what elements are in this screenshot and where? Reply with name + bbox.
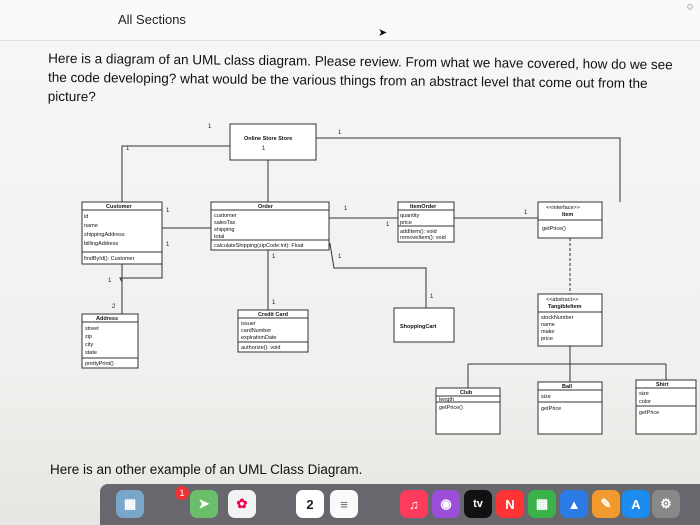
order-attr-4: total bbox=[214, 234, 224, 240]
customer-class-box bbox=[81, 201, 163, 265]
multiplicity-label: 1 bbox=[166, 208, 170, 214]
creditcard-attr-1: issuer bbox=[241, 321, 256, 327]
multiplicity-label: 1 bbox=[262, 146, 266, 152]
itemorder-title: ItemOrder bbox=[410, 204, 437, 210]
address-attr-2: zip bbox=[85, 334, 92, 340]
settings-icon: ⚙ bbox=[686, 2, 695, 12]
keynote-icon[interactable]: ▲ bbox=[560, 490, 588, 518]
calendar-icon[interactable]: 2 bbox=[296, 490, 324, 518]
order-attr-1: customer bbox=[214, 213, 237, 219]
footer-text: Here is an other example of an UML Class… bbox=[50, 462, 363, 477]
multiplicity-label: 1 bbox=[344, 206, 348, 212]
customer-attr-3: shippingAddress bbox=[84, 232, 125, 238]
creditcard-title: Credit Card bbox=[258, 312, 288, 318]
customer-attr-1: id bbox=[84, 214, 88, 220]
multiplicity-label: 1 bbox=[126, 146, 130, 152]
news-icon[interactable]: N bbox=[496, 490, 524, 518]
uml-class-diagram: Online Store Store Customer id name ship… bbox=[81, 123, 697, 435]
preview-icon[interactable]: ▦ bbox=[116, 490, 144, 518]
shoppingcart-class-box bbox=[393, 307, 455, 343]
address-title: Address bbox=[96, 316, 118, 322]
tangibleitem-class-box bbox=[537, 293, 603, 347]
order-title: Order bbox=[258, 204, 274, 210]
music-icon[interactable]: ♫ bbox=[400, 490, 428, 518]
order-attr-2: salesTax bbox=[214, 220, 236, 226]
item-title: Item bbox=[562, 212, 573, 218]
ball-class-box bbox=[537, 381, 603, 435]
itemorder-attr-1: quantity bbox=[400, 213, 420, 219]
multiplicity-label: 1 bbox=[166, 242, 170, 248]
multiplicity-label: 1 bbox=[108, 278, 112, 284]
creditcard-class-box bbox=[237, 309, 309, 353]
itemorder-attr-2: price bbox=[400, 220, 412, 226]
club-title: Club bbox=[460, 390, 473, 396]
customer-title: Customer bbox=[106, 204, 133, 210]
tangible-attr-2: name bbox=[541, 322, 555, 328]
shirt-method-1: getPrice bbox=[639, 410, 659, 416]
multiplicity-label: 1 bbox=[272, 300, 276, 306]
tangible-attr-3: make bbox=[541, 329, 554, 335]
shoppingcart-title: ShoppingCart bbox=[400, 324, 437, 330]
customer-method-1: findById(): Customer bbox=[84, 256, 135, 262]
itemorder-method-1: addItem(): void bbox=[400, 229, 437, 235]
club-method-1: getPrice() bbox=[439, 405, 463, 411]
ball-title: Ball bbox=[562, 384, 573, 390]
creditcard-attr-3: expirationDate bbox=[241, 335, 276, 341]
tangible-stereotype: <<abstract>> bbox=[546, 297, 578, 303]
top-bar bbox=[0, 0, 700, 41]
photos-icon[interactable]: ✿ bbox=[228, 490, 256, 518]
club-attr-1: length bbox=[439, 397, 454, 403]
customer-attr-4: billingAddress bbox=[84, 241, 118, 247]
ball-method-1: getPrice bbox=[541, 406, 561, 412]
notification-badge: 1 bbox=[175, 486, 189, 500]
item-method-1: getPrice() bbox=[542, 226, 566, 232]
all-sections-link[interactable]: All Sections bbox=[118, 12, 186, 27]
podcasts-icon[interactable]: ◉ bbox=[432, 490, 460, 518]
address-class-box bbox=[81, 313, 139, 369]
tangible-title: TangibleItem bbox=[548, 304, 582, 310]
shirt-attr-2: color bbox=[639, 399, 651, 405]
multiplicity-label: 1 bbox=[338, 254, 342, 260]
shirt-title: Shirt bbox=[656, 382, 669, 388]
multiplicity-label: 1 bbox=[272, 254, 276, 260]
item-stereotype: <<interface>> bbox=[546, 205, 580, 211]
tangible-attr-1: stockNumber bbox=[541, 315, 574, 321]
order-attr-3: shipping bbox=[214, 227, 235, 233]
address-method-1: prettyPrint() bbox=[85, 361, 114, 367]
address-attr-3: city bbox=[85, 342, 94, 348]
address-attr-4: state bbox=[85, 350, 97, 356]
numbers-icon[interactable]: ▦ bbox=[528, 490, 556, 518]
tangible-attr-4: price bbox=[541, 336, 553, 342]
store-title: Online Store Store bbox=[244, 136, 292, 142]
notes-icon[interactable]: ≡ bbox=[330, 490, 358, 518]
order-method-1: calculateShipping(zipCode:int): Float bbox=[214, 243, 304, 249]
app-store-icon[interactable]: A bbox=[622, 490, 650, 518]
multiplicity-label: 1 bbox=[430, 294, 434, 300]
customer-attr-2: name bbox=[84, 223, 98, 229]
address-attr-1: street bbox=[85, 326, 99, 332]
multiplicity-label: 1 bbox=[386, 222, 390, 228]
maps-icon[interactable]: ➤ bbox=[190, 490, 218, 518]
creditcard-method-1: authorize(): void bbox=[241, 345, 280, 351]
question-text: Here is a diagram of an UML class diagra… bbox=[47, 50, 673, 105]
store-class-box bbox=[229, 123, 317, 161]
mouse-cursor-icon: ➤ bbox=[378, 27, 388, 39]
apple-tv-icon[interactable]: tv bbox=[464, 490, 492, 518]
system-preferences-icon[interactable]: ⚙ bbox=[652, 490, 680, 518]
multiplicity-label: 2 bbox=[112, 304, 116, 310]
creditcard-attr-2: cardNumber bbox=[241, 328, 271, 334]
itemorder-class-box bbox=[397, 201, 455, 243]
shirt-class-box bbox=[635, 379, 697, 435]
multiplicity-label: 1 bbox=[524, 210, 528, 216]
pages-icon[interactable]: ✎ bbox=[592, 490, 620, 518]
shirt-attr-1: size bbox=[639, 391, 649, 397]
ball-attr-1: size bbox=[541, 394, 551, 400]
multiplicity-label: 1 bbox=[338, 130, 342, 136]
itemorder-method-2: removeItem(): void bbox=[400, 235, 446, 241]
multiplicity-label: 1 bbox=[208, 124, 212, 130]
